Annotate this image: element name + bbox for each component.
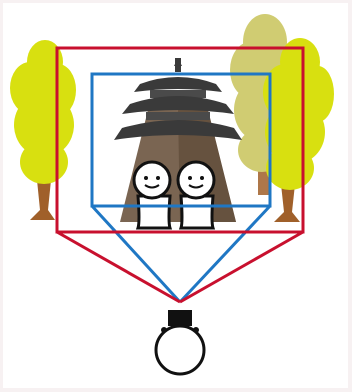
tree-left bbox=[10, 40, 76, 220]
person-left bbox=[134, 162, 170, 228]
person-right bbox=[178, 162, 214, 228]
camera-icon bbox=[156, 310, 204, 374]
pagoda bbox=[114, 58, 242, 222]
